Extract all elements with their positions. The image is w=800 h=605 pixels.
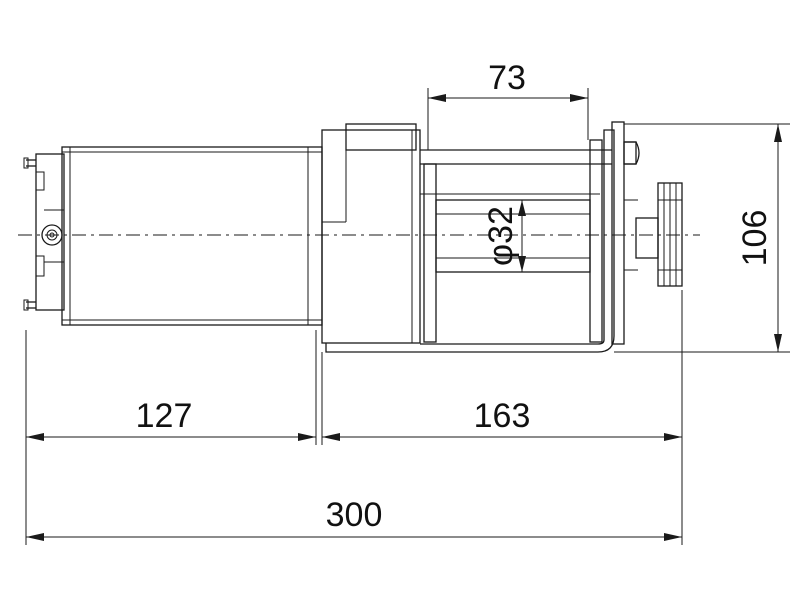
dimension-total-length: 300	[26, 496, 682, 541]
cable-drum	[420, 139, 612, 343]
base-frame	[325, 129, 615, 353]
gear-housing	[321, 123, 421, 344]
clutch-end-bracket	[611, 121, 638, 345]
dimension-106-label: 106	[736, 210, 774, 267]
dimension-300-label: 300	[326, 496, 383, 534]
clutch-knob	[623, 141, 640, 165]
dimension-height: 106	[614, 123, 790, 353]
dimension-drum-length: 73	[427, 59, 589, 150]
dimension-163-label: 163	[474, 397, 531, 435]
dimension-motor-length: 127	[26, 397, 316, 441]
terminal-post-bottom	[23, 299, 36, 311]
dimension-127-label: 127	[136, 397, 193, 435]
dimension-73-label: 73	[488, 59, 526, 97]
motor-housing	[35, 146, 323, 326]
dimension-drum-diameter: φ32	[482, 200, 526, 272]
terminal-post-top	[23, 157, 36, 169]
dimension-body-length: 163	[322, 397, 682, 441]
dimension-phi32-label: φ32	[482, 206, 520, 266]
